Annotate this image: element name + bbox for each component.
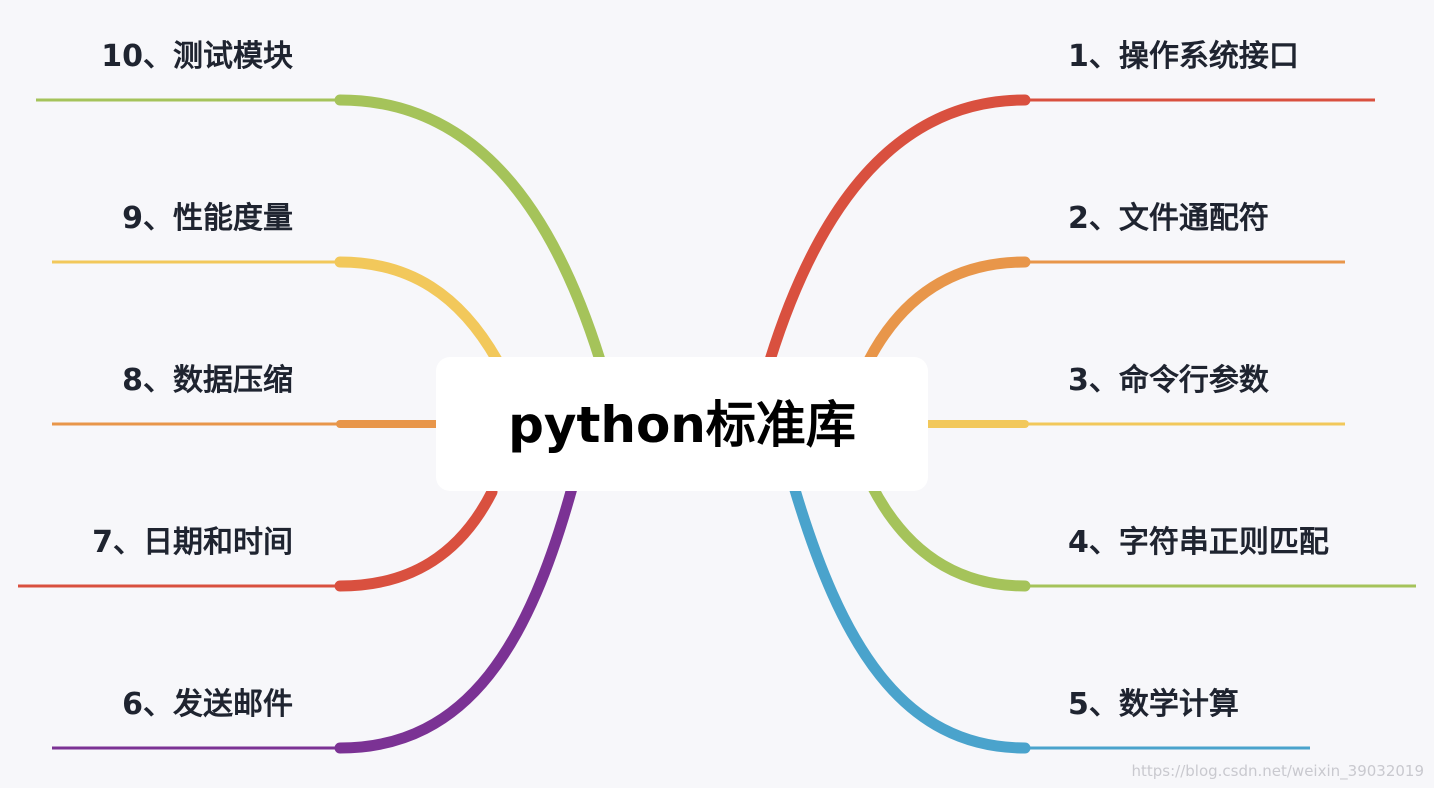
branch-test-connector — [334, 94, 606, 366]
branch-glob-connector — [862, 256, 1031, 368]
branch-regex-label: 4、字符串正则匹配 — [1068, 525, 1329, 560]
central-topic-label: python标准库 — [508, 396, 856, 454]
branch-compress[interactable]: 8、数据压缩 — [52, 363, 442, 428]
branch-argv-label: 3、命令行参数 — [1068, 363, 1270, 398]
branch-test-label: 10、测试模块 — [101, 39, 293, 74]
branch-glob[interactable]: 2、文件通配符 — [862, 201, 1345, 368]
branch-regex[interactable]: 4、字符串正则匹配 — [866, 480, 1416, 592]
branch-compress-label: 8、数据压缩 — [122, 363, 293, 398]
branch-datetime-label: 7、日期和时间 — [92, 525, 293, 560]
branch-math[interactable]: 5、数学计算 — [789, 484, 1310, 754]
branch-argv[interactable]: 3、命令行参数 — [922, 363, 1345, 428]
branch-email-connector — [334, 482, 578, 754]
branch-os[interactable]: 1、操作系统接口 — [764, 39, 1375, 366]
branch-perf-label: 9、性能度量 — [122, 201, 293, 236]
branch-datetime-connector — [334, 486, 498, 592]
branch-glob-label: 2、文件通配符 — [1068, 201, 1269, 236]
central-topic[interactable]: python标准库 — [436, 357, 928, 491]
branch-datetime[interactable]: 7、日期和时间 — [18, 486, 498, 592]
branch-math-label: 5、数学计算 — [1068, 687, 1239, 722]
branch-os-label: 1、操作系统接口 — [1068, 39, 1299, 74]
branch-test[interactable]: 10、测试模块 — [36, 39, 606, 366]
branch-perf[interactable]: 9、性能度量 — [52, 201, 503, 366]
branch-os-connector — [764, 94, 1031, 366]
branch-email[interactable]: 6、发送邮件 — [52, 482, 578, 754]
branch-regex-connector — [866, 480, 1031, 592]
branch-math-connector — [789, 484, 1031, 754]
watermark-text: https://blog.csdn.net/weixin_39032019 — [1131, 762, 1424, 781]
branch-email-label: 6、发送邮件 — [122, 687, 293, 722]
branch-perf-connector — [334, 256, 503, 366]
central-topic-box — [436, 357, 928, 491]
